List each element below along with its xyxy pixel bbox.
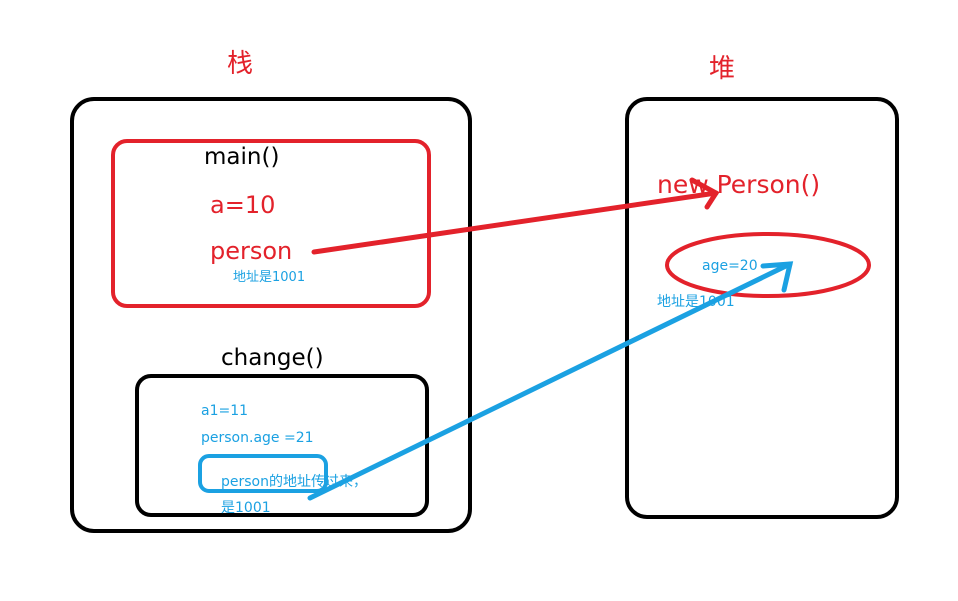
- stack-box: [70, 97, 472, 533]
- blue-reference-arrow: [307, 261, 794, 501]
- person-highlight: [198, 454, 328, 493]
- change-label: change(): [221, 345, 324, 371]
- heap-box: [625, 97, 899, 519]
- main-address-note: 地址是1001: [233, 270, 305, 285]
- stack-title: 栈: [227, 49, 253, 79]
- var-person: person: [210, 237, 292, 265]
- main-frame: [111, 139, 431, 308]
- heap-object-ellipse: [665, 232, 871, 298]
- heap-title: 堆: [709, 54, 735, 84]
- heap-field: age=20: [702, 258, 758, 274]
- change-note-line2: 是1001: [221, 500, 271, 516]
- change-frame: [135, 374, 429, 517]
- var-a: a=10: [210, 191, 275, 219]
- heap-object-label: new Person(): [657, 170, 820, 199]
- person-age: person.age =21: [201, 430, 314, 446]
- var-a1: a1=11: [201, 403, 248, 419]
- red-reference-arrow: [311, 177, 720, 255]
- main-label: main(): [204, 144, 279, 170]
